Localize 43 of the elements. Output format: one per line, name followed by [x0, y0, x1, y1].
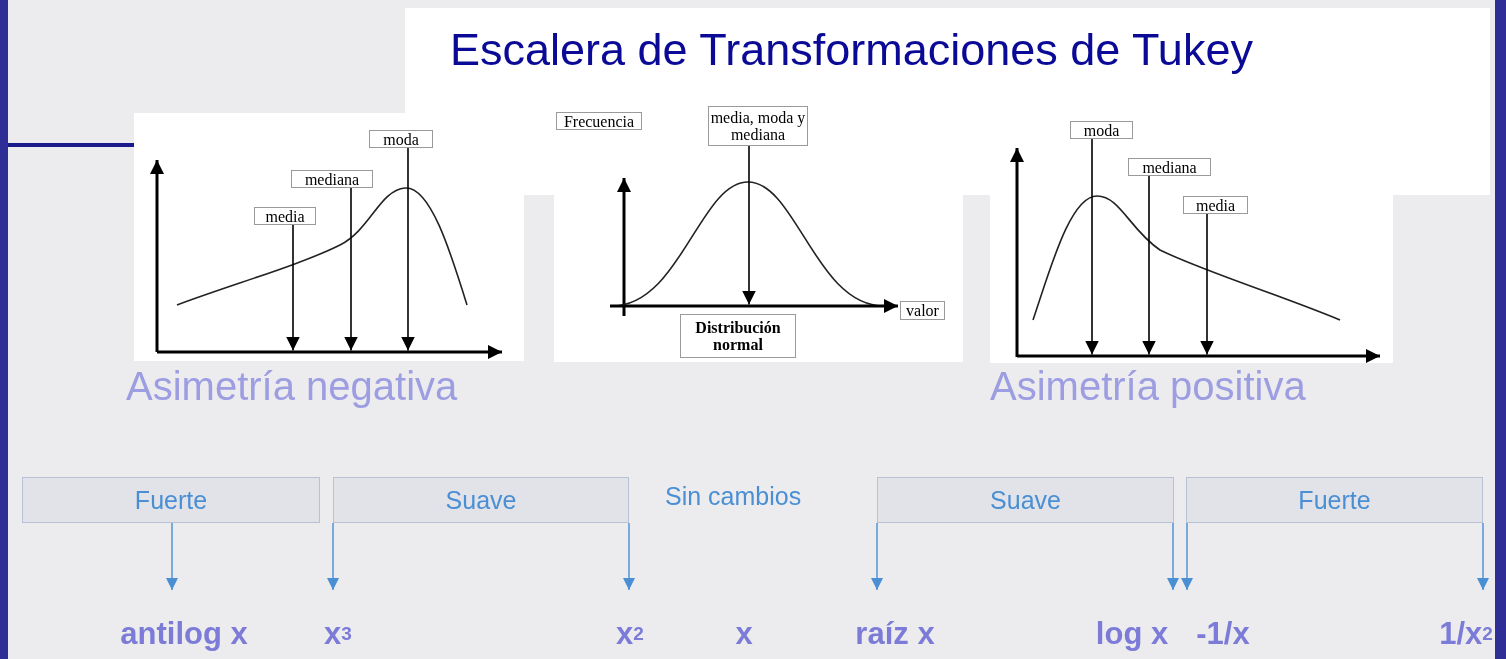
title: Escalera de Transformaciones de Tukey	[450, 24, 1253, 76]
label-box: Distribución normal	[680, 314, 796, 358]
label-box: media, moda y mediana	[708, 106, 808, 146]
label-box: media	[254, 207, 316, 225]
ladder-label: Sin cambios	[665, 482, 802, 511]
formula-text: log x	[1080, 612, 1184, 656]
x-axis	[157, 345, 502, 359]
arrow	[1200, 213, 1214, 356]
arrow	[1085, 138, 1099, 356]
arrow	[1167, 522, 1179, 591]
band: Fuerte	[22, 477, 320, 523]
arrow	[166, 522, 178, 591]
arrow	[623, 522, 635, 591]
arrow	[742, 145, 756, 306]
label-box: valor	[900, 301, 945, 320]
label-box: moda	[1070, 121, 1133, 139]
x-axis	[610, 299, 898, 313]
band: Suave	[877, 477, 1174, 523]
band: Fuerte	[1186, 477, 1483, 523]
arrow	[871, 522, 883, 591]
label-box: media	[1183, 196, 1248, 214]
formula-text: x	[724, 612, 764, 656]
formula-text: 1/x$^{2}$	[1428, 612, 1504, 656]
arrow	[344, 187, 358, 352]
formula-text: x$^{3}$	[312, 612, 364, 656]
label-box: moda	[369, 130, 433, 148]
arrow	[1142, 175, 1156, 356]
arrow	[401, 147, 415, 352]
caption-text: Asimetría positiva	[990, 364, 1306, 409]
arrow	[327, 522, 339, 591]
caption-text: Asimetría negativa	[126, 364, 458, 409]
arrow	[1181, 522, 1193, 591]
band: Suave	[333, 477, 629, 523]
formula-text: raíz x	[838, 612, 952, 656]
label-box: mediana	[291, 170, 373, 188]
label-box: Frecuencia	[556, 112, 642, 130]
formula-text: antilog x	[96, 612, 272, 656]
label-box: mediana	[1128, 158, 1211, 176]
formula-text: x$^{2}$	[604, 612, 656, 656]
formula-text: -1/x	[1184, 612, 1262, 656]
arrow	[1477, 522, 1489, 591]
arrow	[286, 224, 300, 352]
x-axis	[1017, 349, 1380, 363]
